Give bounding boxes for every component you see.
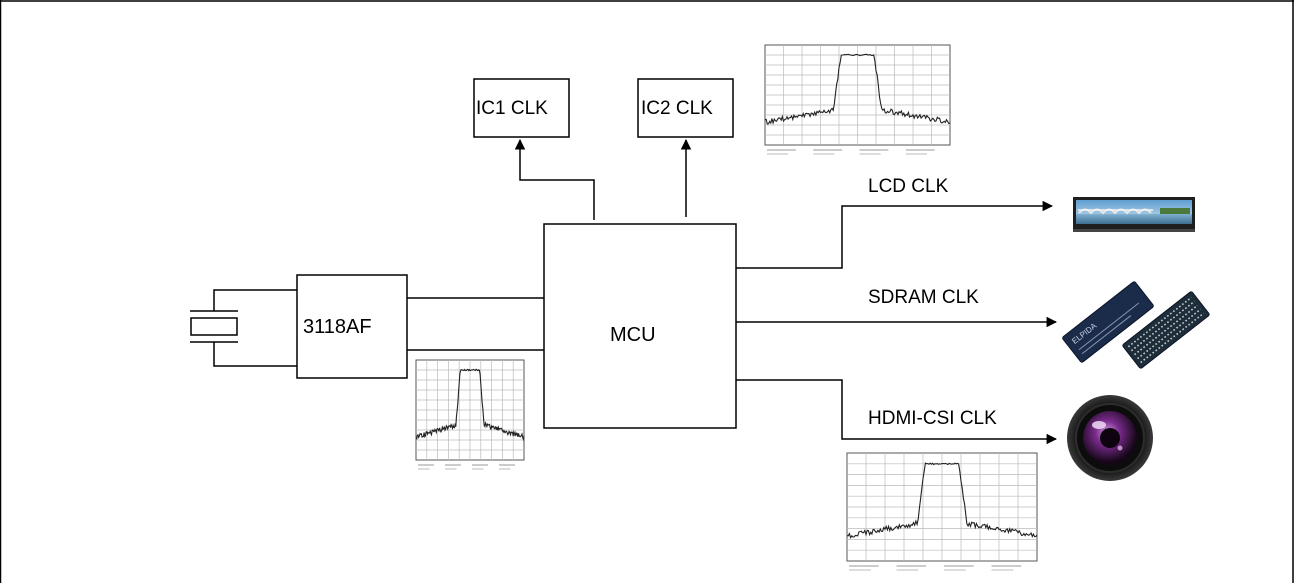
spectrum-plot-bottom — [846, 452, 1038, 571]
camera-lens-image — [1067, 395, 1153, 481]
sdram-clk-label: SDRAM CLK — [868, 287, 979, 308]
hdmi-csi-clk-label: HDMI-CSI CLK — [868, 408, 997, 429]
ic1-clk-label: IC1 CLK — [476, 98, 548, 119]
mcu-label: MCU — [610, 324, 656, 346]
crystal-oscillator-symbol — [190, 289, 297, 367]
spectrum-plot-chip — [415, 359, 525, 470]
spectrum-plot-top — [764, 44, 951, 155]
sdram-chips-image: ELPIDA — [1062, 281, 1210, 369]
ic2-clk-label: IC2 CLK — [641, 98, 713, 119]
chip-to-mcu-lines — [407, 297, 544, 351]
mcu-box — [543, 223, 737, 429]
ic2-clk-box — [637, 78, 734, 138]
clock-chip-label: 3118AF — [303, 316, 372, 338]
lcd-clk-label: LCD CLK — [868, 176, 949, 197]
clock-chip-box — [296, 274, 408, 379]
mcu-to-ic-arrows — [514, 138, 692, 220]
output-arrows — [736, 200, 1058, 445]
ic1-clk-box — [473, 78, 570, 138]
lcd-panel-image — [1073, 197, 1195, 232]
